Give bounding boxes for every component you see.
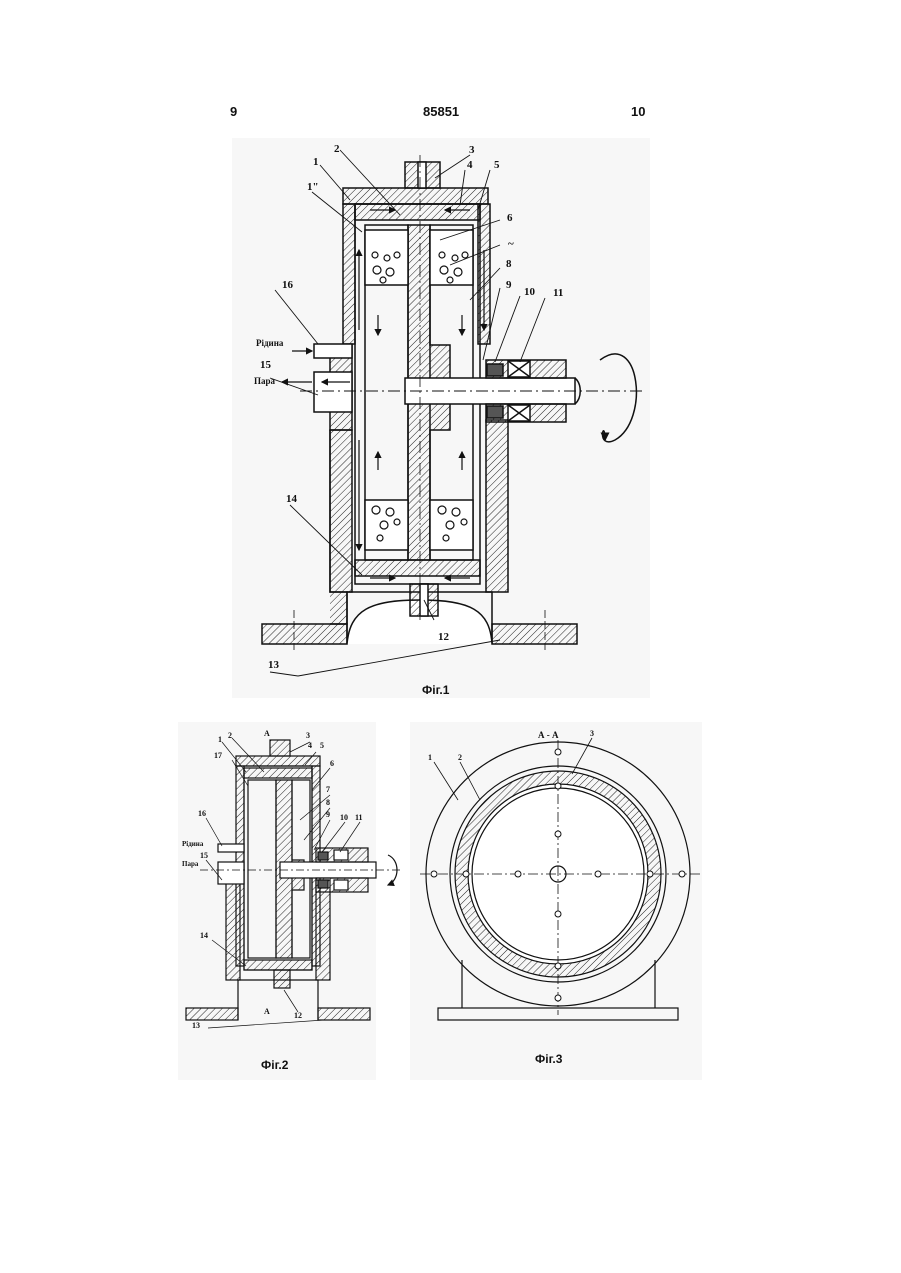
fig1-label-10: 10 [524,286,536,298]
fig3-label-1: 1 [428,753,432,762]
fig1-label-7: ~ [508,238,514,250]
fig2-label-10: 10 [340,813,348,822]
fig1-label-1b: 1" [307,181,319,193]
fig3-label-2: 2 [458,753,462,762]
fig1-label-15: 15 [260,359,272,371]
fig1-label-14: 14 [286,493,298,505]
fig1-seal [487,364,503,376]
fig1-housing-right [486,420,508,592]
fig2-inlet-label: Рідина [182,840,204,848]
fig2-outlet-label: Пара [182,860,199,868]
fig3-labels: 1 2 3 А - А [428,729,594,762]
fig1-label-4: 4 [467,159,473,171]
fig1-outlet-label: Пара [254,376,276,386]
fig1-inlet-pipe [314,344,352,358]
fig1-base-flange-right [492,624,577,644]
fig2-label-17: 17 [214,751,222,760]
fig3-label-3: 3 [590,729,594,738]
fig2-label-5: 5 [320,741,324,750]
fig2-section-mark-bottom: А [264,1007,270,1016]
fig1-label-8: 8 [506,258,512,270]
fig2-label-6: 6 [330,759,334,768]
fig1-rotation-arrow [600,354,636,442]
fig1-drawing [262,150,645,676]
fig2-label-9: 9 [326,810,330,819]
fig1-label-9: 9 [506,279,512,291]
fig2-drawing [186,738,400,1028]
fig3-drawing [420,738,700,1020]
fig1-label-6: 6 [507,212,513,224]
fig1-inlet-label: Рідина [256,338,284,348]
fig3-section-title: А - А [538,730,559,740]
fig1-base-flange-left [262,624,347,644]
fig1-label-3: 3 [469,144,475,156]
fig2-label-7: 7 [326,785,330,794]
fig2-label-1: 1 [218,735,222,744]
fig1-label-2: 2 [334,143,340,155]
fig1-label-13: 13 [268,659,280,671]
fig2-label-8: 8 [326,798,330,807]
fig1-outlet-pipe [314,372,352,412]
fig2-label-3: 3 [306,731,310,740]
fig1-label-11: 11 [553,287,563,299]
fig2-label-14: 14 [200,931,208,940]
fig2-caption: Фіг.2 [261,1058,288,1072]
fig2-label-12: 12 [294,1011,302,1020]
fig2-label-16: 16 [198,809,206,818]
fig2-label-2: 2 [228,731,232,740]
fig1-label-12: 12 [438,631,450,643]
fig2-label-15: 15 [200,851,208,860]
fig1-label-5: 5 [494,159,500,171]
fig1-label-16: 16 [282,279,294,291]
fig1-label-1: 1 [313,156,319,168]
fig2-section-mark-top: А [264,729,270,738]
fig1-caption: Фіг.1 [422,683,449,697]
fig2-label-11: 11 [355,813,363,822]
fig3-caption: Фіг.3 [535,1052,562,1066]
fig2-label-4: 4 [308,741,312,750]
fig1-top-cap [343,188,488,204]
fig2-label-13: 13 [192,1021,200,1030]
